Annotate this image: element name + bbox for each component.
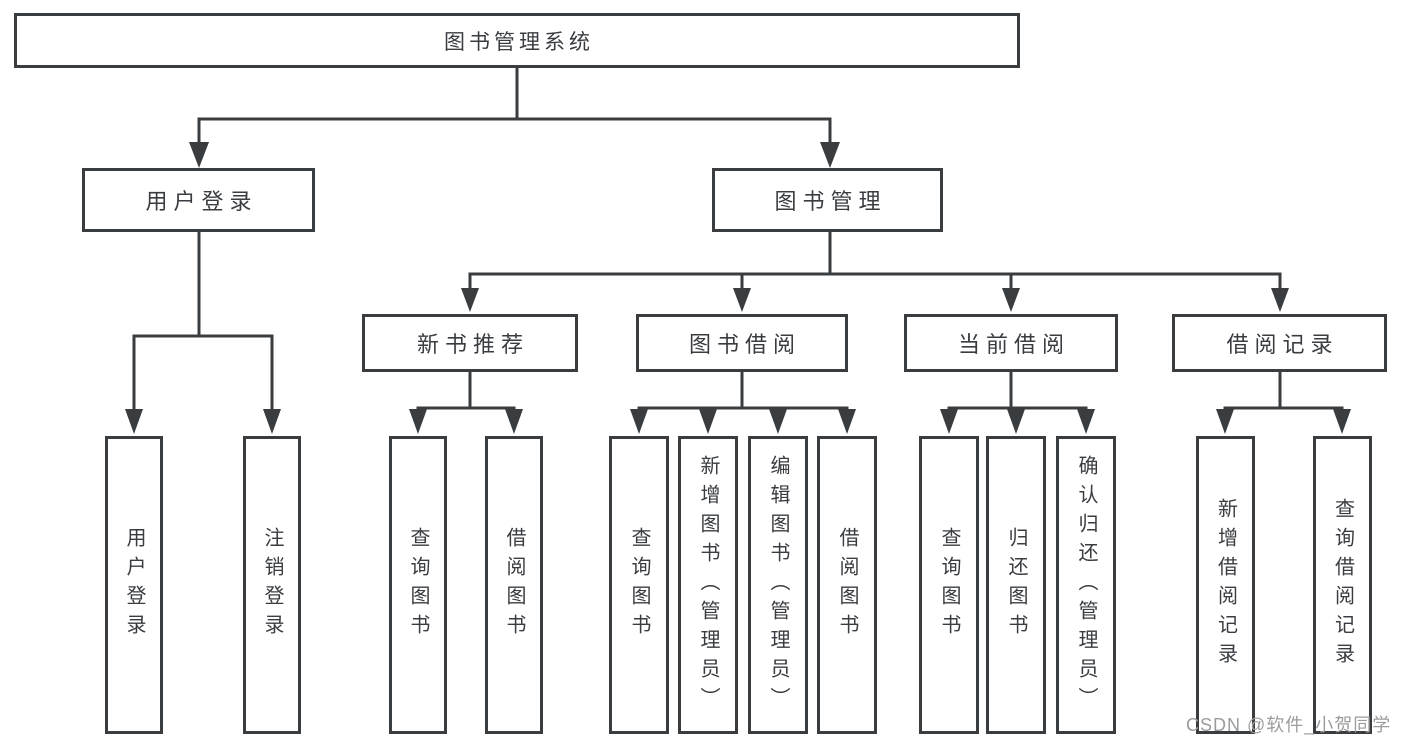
node-root-label: 图书管理系统 — [444, 30, 594, 54]
connector-bookborrow-to-children — [630, 372, 856, 434]
node-login-label: 用户登录 — [123, 527, 145, 643]
connector-userlogin-to-children — [125, 232, 281, 434]
node-current-borrow-label: 当前借阅 — [957, 332, 1070, 357]
node-cb-confirm-return-admin: 确认归还（管理员） — [1056, 436, 1116, 734]
node-new-book-recommend: 新书推荐 — [362, 314, 578, 372]
node-book-management-label: 图书管理 — [774, 189, 887, 214]
node-new-book-recommend-label: 新书推荐 — [416, 332, 529, 357]
node-book-management: 图书管理 — [712, 168, 943, 232]
connector-bookmgmt-to-level3 — [461, 232, 1289, 312]
node-nb-borrow-books-label: 借阅图书 — [503, 527, 525, 643]
node-br-add-borrow-record-label: 新增借阅记录 — [1214, 498, 1237, 672]
node-book-borrow: 图书借阅 — [636, 314, 848, 372]
node-bb-add-books-admin-label: 新增图书（管理员） — [697, 454, 719, 716]
node-bb-add-books-admin: 新增图书（管理员） — [678, 436, 738, 734]
connector-root-to-level2 — [189, 68, 840, 168]
node-br-query-borrow-record: 查询借阅记录 — [1313, 436, 1372, 734]
node-cb-query-books: 查询图书 — [919, 436, 979, 734]
node-cb-return-books: 归还图书 — [986, 436, 1046, 734]
node-borrow-records-label: 借阅记录 — [1226, 332, 1339, 357]
node-cb-confirm-return-admin-label: 确认归还（管理员） — [1075, 454, 1097, 716]
node-nb-query-books: 查询图书 — [389, 436, 447, 734]
node-bb-edit-books-admin: 编辑图书（管理员） — [748, 436, 808, 734]
node-bb-query-books-label: 查询图书 — [628, 527, 650, 643]
node-user-login: 用户登录 — [82, 168, 315, 232]
connector-newbook-to-children — [409, 372, 523, 434]
node-bb-borrow-books-label: 借阅图书 — [836, 527, 858, 643]
csdn-watermark: CSDN @软件_小贺同学 — [1186, 715, 1392, 735]
node-book-borrow-label: 图书借阅 — [688, 332, 801, 357]
node-nb-query-books-label: 查询图书 — [407, 527, 429, 643]
node-user-login-label: 用户登录 — [145, 189, 258, 214]
node-borrow-records: 借阅记录 — [1172, 314, 1387, 372]
node-bb-edit-books-admin-label: 编辑图书（管理员） — [767, 454, 789, 716]
connector-borrowrecords-to-children — [1216, 372, 1351, 434]
node-logout: 注销登录 — [243, 436, 301, 734]
node-logout-label: 注销登录 — [261, 527, 283, 643]
node-current-borrow: 当前借阅 — [904, 314, 1118, 372]
node-cb-return-books-label: 归还图书 — [1005, 527, 1027, 643]
connector-currentborrow-to-children — [940, 372, 1095, 434]
node-bb-query-books: 查询图书 — [609, 436, 669, 734]
node-root-library-system: 图书管理系统 — [14, 13, 1020, 68]
node-br-add-borrow-record: 新增借阅记录 — [1196, 436, 1255, 734]
node-nb-borrow-books: 借阅图书 — [485, 436, 543, 734]
node-login: 用户登录 — [105, 436, 163, 734]
node-bb-borrow-books: 借阅图书 — [817, 436, 877, 734]
node-br-query-borrow-record-label: 查询借阅记录 — [1331, 498, 1354, 672]
node-cb-query-books-label: 查询图书 — [938, 527, 960, 643]
